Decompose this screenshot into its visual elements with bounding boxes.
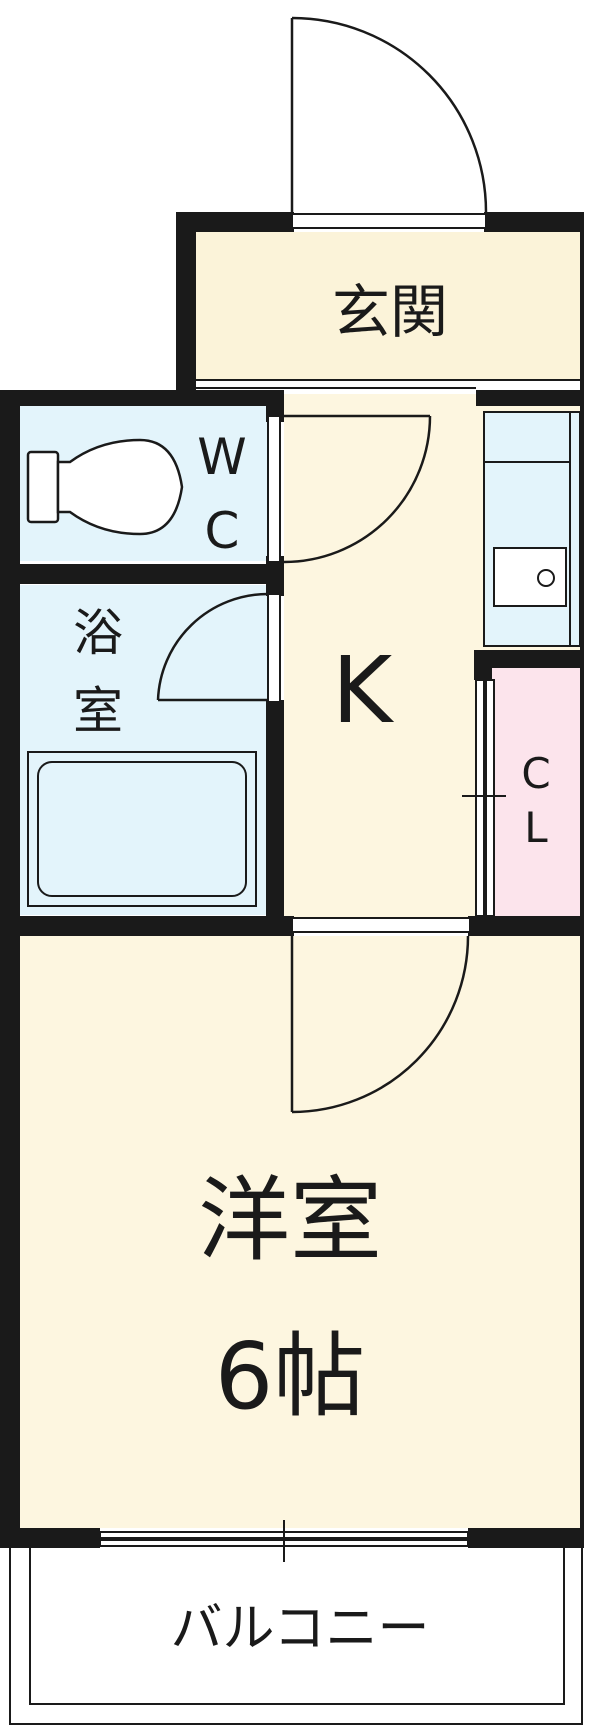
entrance-door	[290, 16, 488, 229]
western-room-label: 洋室	[198, 1167, 382, 1274]
walls	[0, 212, 584, 1548]
wc-label-w: W	[197, 428, 246, 486]
western-room-door	[290, 917, 471, 1114]
wc-label-c: C	[205, 502, 240, 560]
kitchen-counter	[483, 411, 581, 647]
closet-label-l: L	[524, 803, 548, 852]
entrance-floor	[196, 232, 580, 380]
western-room-size-label: 6帖	[215, 1323, 366, 1430]
bath-door	[156, 592, 281, 703]
balcony-window	[99, 1520, 469, 1562]
bathtub-icon	[27, 751, 257, 907]
toilet-icon	[26, 438, 184, 536]
entrance-label: 玄関	[332, 278, 448, 346]
bath-label-bottom: 室	[73, 682, 123, 740]
closet-floor	[490, 668, 580, 916]
bath-label-top: 浴	[73, 604, 123, 662]
balcony-label: バルコニー	[171, 1599, 430, 1659]
western-room-floor	[20, 936, 580, 1528]
closet-label-c: C	[521, 749, 550, 798]
wc-door	[267, 414, 432, 564]
closet-sliding-door	[462, 679, 506, 917]
balcony-railing	[9, 1548, 583, 1725]
kitchen-label: K	[332, 637, 395, 744]
